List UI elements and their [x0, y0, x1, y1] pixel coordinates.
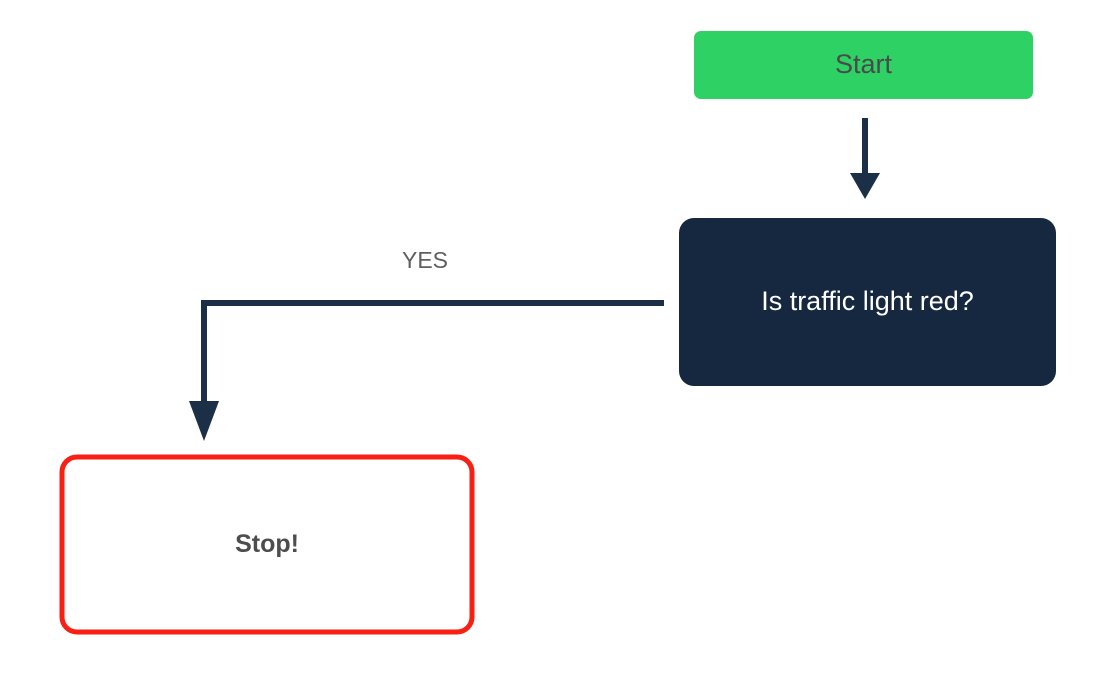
- node-start-shape[interactable]: [694, 31, 1033, 99]
- edge-start-to-decision: [850, 118, 880, 199]
- edge-start-to-decision-arrowhead: [850, 173, 880, 199]
- edge-decision-to-stop-arrowhead: [189, 401, 219, 441]
- node-decision-shape[interactable]: [679, 218, 1056, 386]
- edge-label-yes: YES: [402, 247, 448, 273]
- node-stop[interactable]: Stop!: [59, 454, 475, 635]
- edge-decision-to-stop-path: [201, 300, 664, 401]
- node-decision[interactable]: Is traffic light red?: [679, 218, 1056, 386]
- edge-decision-to-stop: [189, 300, 664, 441]
- node-stop-shape[interactable]: [59, 454, 475, 635]
- node-start[interactable]: Start: [694, 31, 1033, 99]
- node-decision-label: Is traffic light red?: [761, 286, 974, 316]
- node-start-label: Start: [835, 49, 893, 79]
- node-stop-label: Stop!: [235, 530, 299, 558]
